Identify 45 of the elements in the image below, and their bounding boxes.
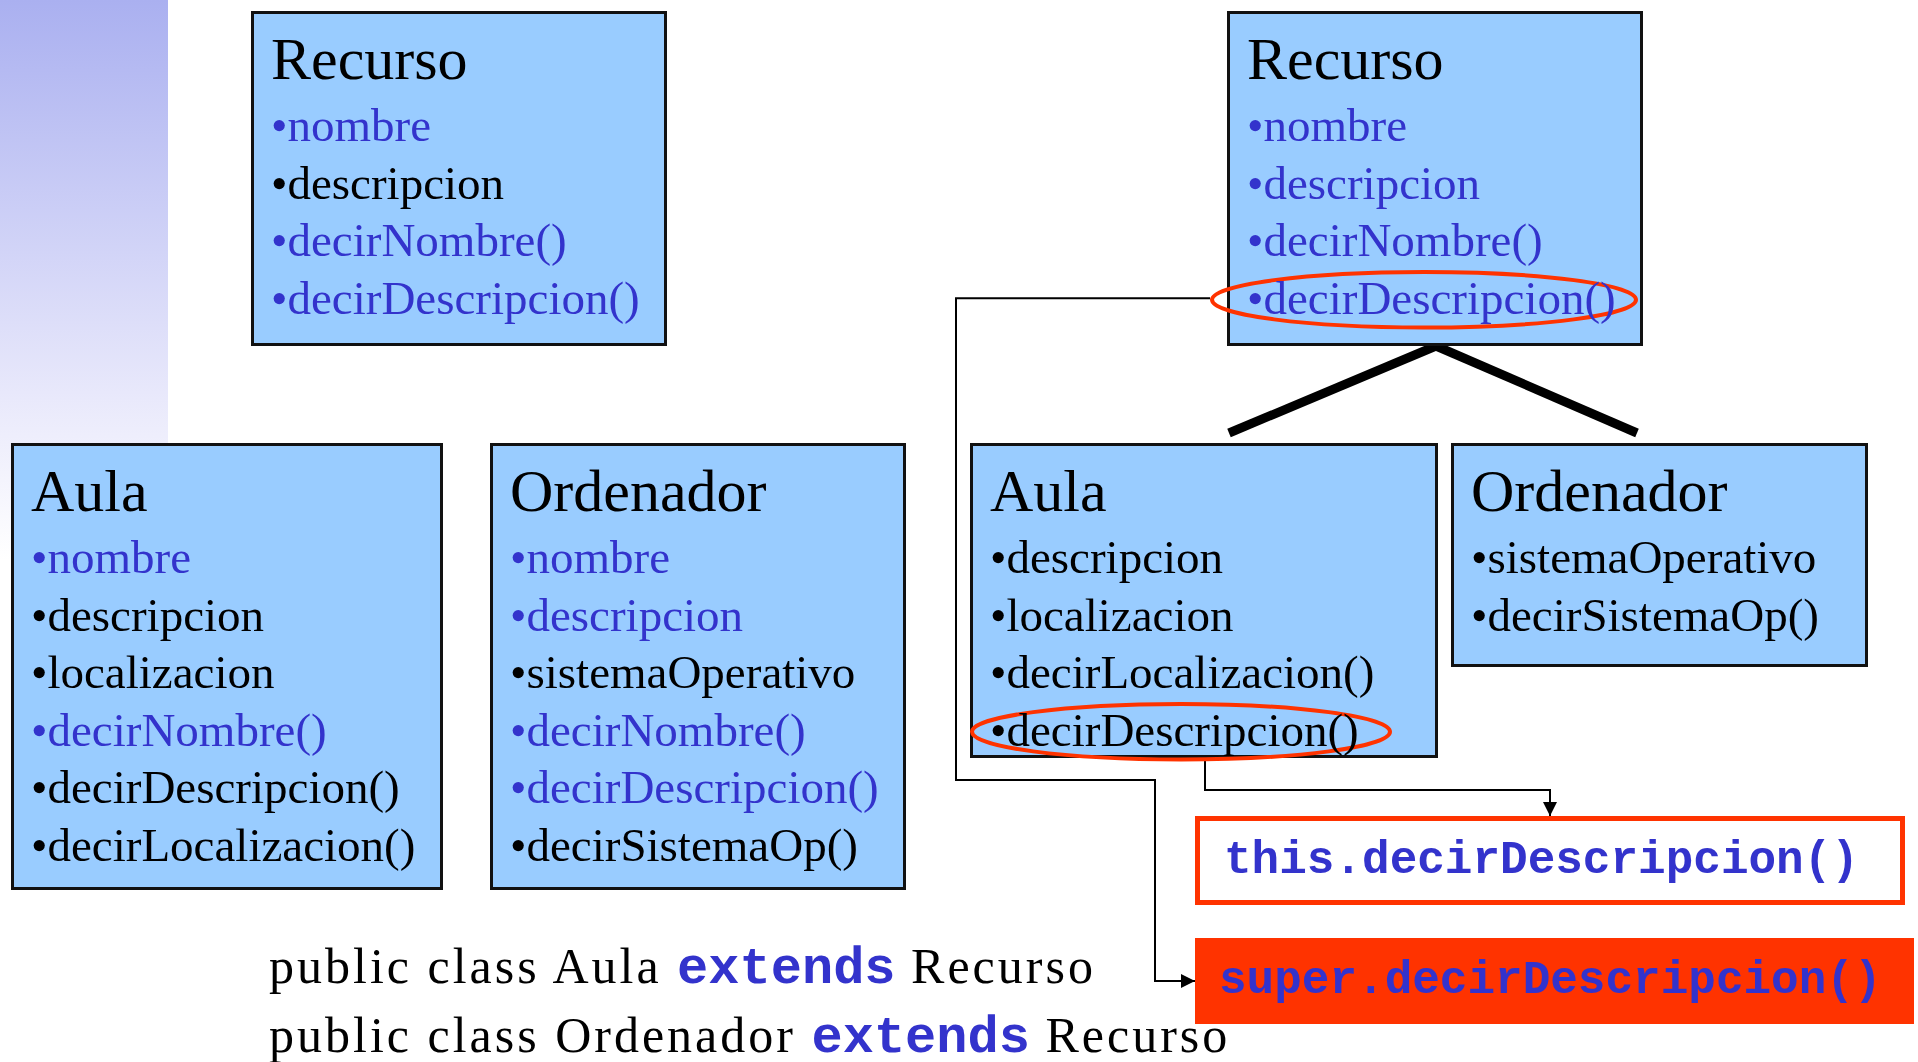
class-member: •nombre bbox=[1247, 98, 1408, 153]
arrow bbox=[955, 297, 1211, 988]
code-line: public class Aula extends Recurso bbox=[269, 940, 1096, 996]
class-member: •descripcion bbox=[1247, 155, 1481, 211]
class-member: •decirDescripcion() bbox=[271, 270, 640, 326]
highlight-ellipse bbox=[1210, 269, 1638, 327]
class-member: •decirDescripcion() bbox=[990, 702, 1359, 758]
class-member: •decirLocalizacion() bbox=[990, 645, 1375, 700]
class-member: •sistemaOperativo bbox=[510, 645, 856, 700]
class-box bbox=[1451, 443, 1868, 667]
class-member: •sistemaOperativo bbox=[1471, 530, 1817, 585]
class-member: •decirLocalizacion() bbox=[31, 817, 416, 873]
class-name: Recurso bbox=[1247, 28, 1444, 90]
class-box bbox=[490, 443, 906, 890]
class-member: •decirNombre() bbox=[271, 213, 567, 268]
class-member: •descripcion bbox=[31, 587, 265, 643]
class-member: •localizacion bbox=[990, 587, 1234, 643]
class-member: •nombre bbox=[271, 98, 432, 153]
class-member: •decirSistemaOp() bbox=[1471, 587, 1819, 643]
class-member: •decirNombre() bbox=[1247, 213, 1543, 268]
class-name: Recurso bbox=[271, 28, 468, 90]
highlight-ellipse bbox=[970, 701, 1392, 759]
class-member: •localizacion bbox=[31, 645, 275, 700]
class-member: •decirDescripcion() bbox=[1247, 270, 1616, 326]
class-member: •decirSistemaOp() bbox=[510, 817, 858, 873]
class-member: •decirDescripcion() bbox=[510, 760, 879, 815]
arrow bbox=[1204, 758, 1557, 817]
class-member: •descripcion bbox=[510, 587, 744, 643]
class-member: •decirNombre() bbox=[510, 702, 806, 758]
class-name: Ordenador bbox=[510, 460, 767, 522]
class-box bbox=[11, 443, 443, 890]
class-member: •decirNombre() bbox=[31, 702, 327, 758]
code-text: this.decirDescripcion() bbox=[1224, 834, 1859, 887]
class-name: Aula bbox=[990, 460, 1107, 522]
class-member: •nombre bbox=[31, 530, 192, 585]
code-box bbox=[1195, 816, 1905, 905]
class-member: •nombre bbox=[510, 530, 671, 585]
class-name: Ordenador bbox=[1471, 460, 1728, 522]
class-member: •decirDescripcion() bbox=[31, 760, 400, 815]
class-box bbox=[251, 11, 667, 346]
class-member: •descripcion bbox=[271, 155, 505, 211]
class-member: •descripcion bbox=[990, 530, 1224, 585]
code-line: public class Ordenador extends Recurso bbox=[269, 1009, 1231, 1062]
class-name: Aula bbox=[31, 460, 148, 522]
code-text: super.decirDescripcion() bbox=[1219, 955, 1882, 1007]
